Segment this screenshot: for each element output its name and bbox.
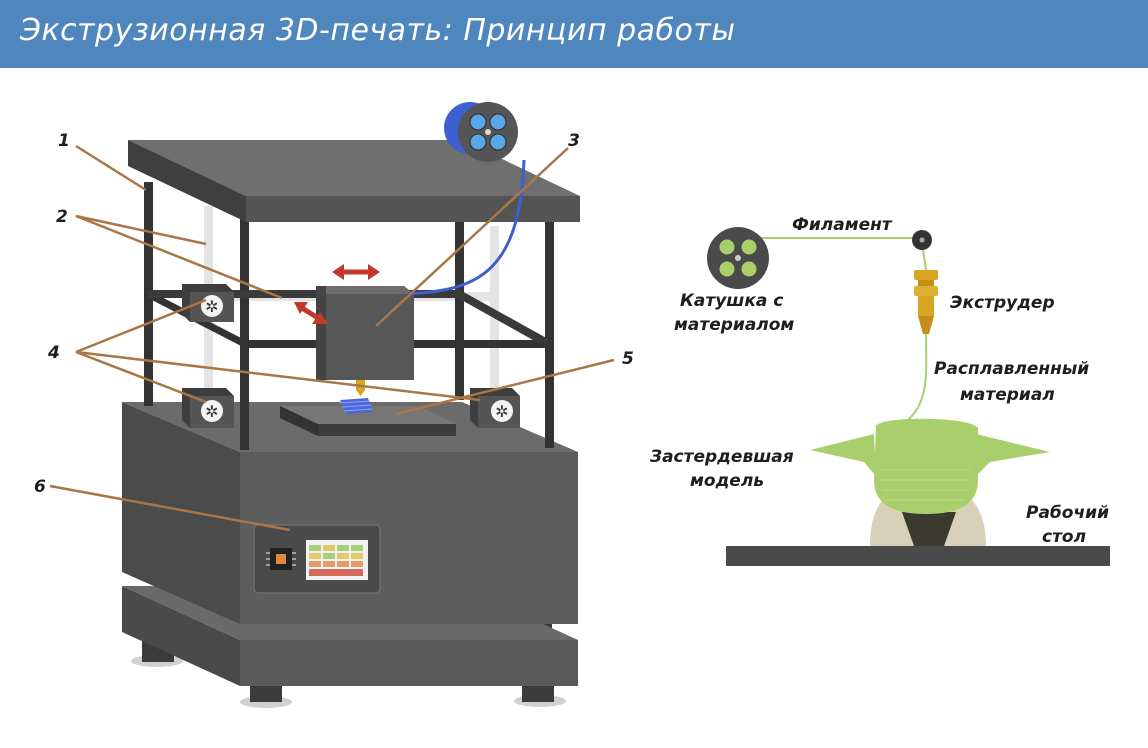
callout-number: 5 bbox=[622, 349, 634, 369]
printer-frame bbox=[128, 140, 580, 450]
motion-arrows bbox=[294, 264, 380, 324]
extruder-icon bbox=[914, 270, 938, 334]
page-title: Экструзионная 3D-печать: Принцип работы bbox=[20, 13, 736, 48]
spool-label: материалом bbox=[674, 315, 794, 335]
callout-number: 4 bbox=[47, 343, 60, 363]
molten-label: Расплавленный bbox=[934, 359, 1089, 379]
chip-icon bbox=[266, 548, 296, 570]
spool-label: Катушка с bbox=[680, 291, 783, 311]
print-head bbox=[316, 286, 414, 396]
work-table bbox=[726, 546, 1110, 566]
pulley-icon bbox=[912, 230, 932, 250]
callout-number: 3 bbox=[568, 131, 580, 151]
control-panel bbox=[253, 524, 381, 594]
svg-text:✲: ✲ bbox=[205, 297, 218, 316]
callout-number: 1 bbox=[58, 131, 70, 151]
callout-number: 6 bbox=[34, 477, 46, 497]
table-label: Рабочий bbox=[1026, 503, 1109, 523]
callout-numbers: 1 2 4 3 5 6 bbox=[34, 131, 634, 497]
table-label: стол bbox=[1042, 527, 1086, 547]
spool-icon bbox=[444, 102, 518, 162]
extrusion-schematic: Филамент Катушка с материалом Экструдер … bbox=[649, 215, 1110, 566]
svg-text:✲: ✲ bbox=[495, 402, 508, 421]
svg-text:✲: ✲ bbox=[205, 402, 218, 421]
solid-model-label: Застердевшая bbox=[649, 447, 794, 467]
display-icon bbox=[306, 540, 368, 580]
printer-illustration: ✲ ✲ ✲ bbox=[34, 102, 634, 708]
extruder-label: Экструдер bbox=[950, 293, 1055, 313]
callout-lines bbox=[49, 144, 615, 532]
fan-icon: ✲ bbox=[470, 388, 520, 428]
fan-icon: ✲ bbox=[182, 284, 234, 322]
filament-label: Филамент bbox=[792, 215, 893, 235]
callout-number: 2 bbox=[56, 207, 68, 227]
fan-icon: ✲ bbox=[182, 388, 234, 428]
spool-icon bbox=[707, 227, 769, 289]
filament-tube bbox=[407, 159, 526, 296]
molten-label: материал bbox=[960, 385, 1055, 405]
solid-model-label: модель bbox=[690, 471, 764, 491]
model-figure bbox=[810, 418, 1050, 546]
molten-line bbox=[907, 333, 928, 421]
header-bar: Экструзионная 3D-печать: Принцип работы bbox=[0, 0, 1148, 68]
